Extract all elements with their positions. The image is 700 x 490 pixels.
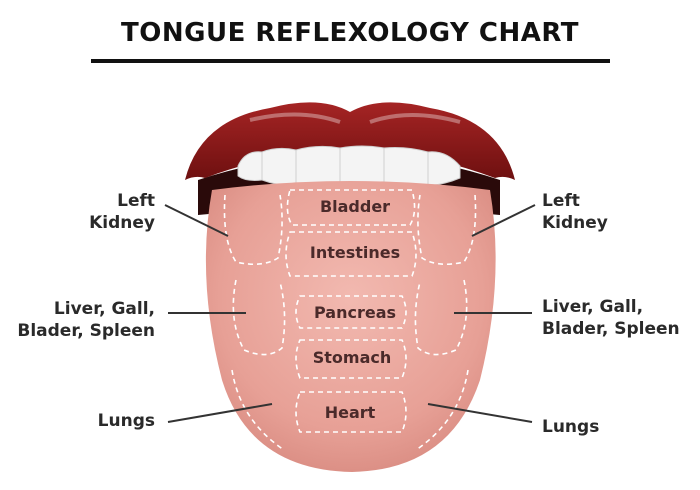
- chart-title: TONGUE REFLEXOLOGY CHART: [121, 18, 579, 48]
- zone-label-intestines: Intestines: [310, 243, 400, 262]
- zone-label-pancreas: Pancreas: [314, 303, 396, 322]
- lip-highlight: [249, 112, 341, 124]
- tongue: [205, 181, 496, 472]
- teeth: [237, 145, 461, 192]
- title-underline: [91, 59, 610, 63]
- lip-highlight: [369, 113, 461, 124]
- zone-label-bladder: Bladder: [320, 197, 390, 216]
- zone-label-heart: Heart: [325, 403, 376, 422]
- right-lungs-label: Lungs: [542, 417, 600, 437]
- leader-lines: [164, 204, 536, 423]
- left-lungs-label: Lungs: [97, 411, 155, 431]
- left-liver-label: Liver, Gall, Blader, Spleen: [17, 299, 155, 341]
- left-kidney-label: Left Kidney: [89, 191, 155, 233]
- right-liver-label: Liver, Gall, Blader, Spleen: [542, 297, 680, 339]
- upper-lip: [185, 102, 515, 180]
- zone-label-stomach: Stomach: [313, 348, 392, 367]
- right-kidney-label: Left Kidney: [542, 191, 608, 233]
- zone-outlines: [223, 189, 477, 451]
